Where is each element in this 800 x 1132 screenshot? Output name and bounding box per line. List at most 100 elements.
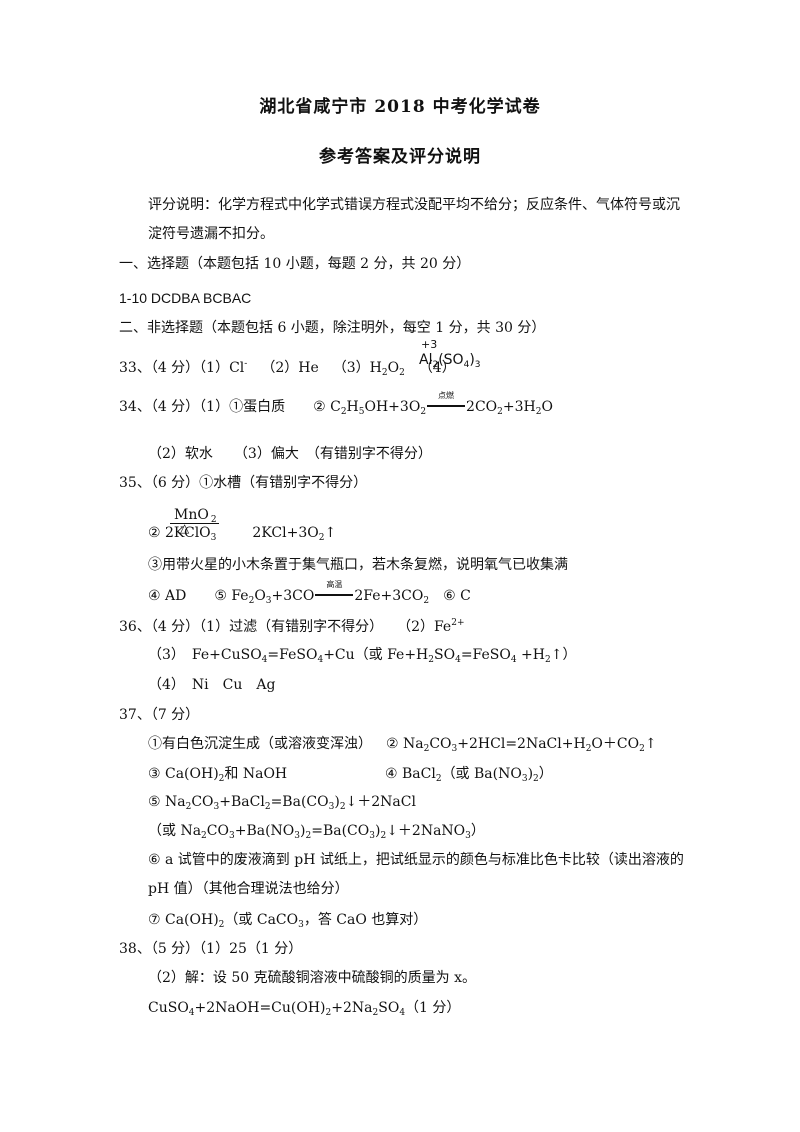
q38-l3: CuSO bbox=[148, 1000, 189, 1016]
q37-sub: 2 bbox=[533, 774, 539, 784]
reaction-arrow: 点燃 bbox=[426, 392, 466, 416]
q38-sub: 4 bbox=[188, 1008, 195, 1018]
q37-l4: （或 Na bbox=[148, 823, 202, 839]
q37-l4: ) bbox=[300, 823, 306, 839]
q37-sub: 2 bbox=[339, 802, 346, 812]
q37-l7: ⑦ Ca(OH) bbox=[148, 912, 219, 928]
q38-sub: 2 bbox=[372, 1008, 379, 1018]
q38-sub: 2 bbox=[325, 1008, 332, 1018]
q37-line6: pH 值）（其他合理说法也给分） bbox=[148, 881, 349, 897]
q37-sub: 2 bbox=[185, 802, 192, 812]
q33-part2: （2）He bbox=[261, 360, 319, 376]
q37-sub: 2 bbox=[218, 920, 225, 930]
reaction-condition: 高温 bbox=[326, 580, 343, 589]
q36-sub: 2 bbox=[545, 655, 551, 665]
q35-sub: 2 bbox=[210, 515, 217, 525]
q37-sub: 2 bbox=[639, 744, 645, 754]
q33-line: 33、（4 分）（1）Cl-（2）He（3）H2O2（4） bbox=[119, 359, 456, 378]
q37-line2: ③ Ca(OH)2和 NaOH bbox=[148, 765, 287, 784]
q37-heading: 37、（7 分） bbox=[119, 707, 200, 723]
q38-l3: （1 分） bbox=[405, 1000, 461, 1016]
q35-eq: ② 2KClO bbox=[148, 525, 211, 541]
q33-part4: （4） bbox=[418, 360, 456, 376]
q37-sub: 2 bbox=[201, 831, 207, 841]
q33-al: Al bbox=[419, 352, 433, 368]
q37-sub: 3 bbox=[465, 831, 471, 841]
q36-sub: 4 bbox=[317, 655, 324, 665]
q37-l1: CO bbox=[429, 736, 452, 752]
q36-p3: SO bbox=[434, 647, 456, 663]
q37-line4: （或 Na2CO3+Ba(NO3)2=Ba(CO3)2↓＋2NaNO3） bbox=[148, 822, 485, 841]
q34-eq: OH+3O bbox=[364, 399, 421, 415]
grading-note-line2: 淀符号遗漏不扣分。 bbox=[148, 226, 274, 242]
q34-eq: +3H bbox=[502, 399, 536, 415]
q37-sub: 3 bbox=[451, 744, 458, 754]
q35-sub: 2 bbox=[318, 533, 325, 543]
q34-eq: ② C bbox=[313, 399, 341, 415]
q34-sub: 2 bbox=[497, 407, 503, 417]
q37-sub: 2 bbox=[264, 802, 271, 812]
q35-eq: 2KCl+3O bbox=[252, 525, 319, 541]
q37-l1: +2HCl=2NaCl+H bbox=[457, 736, 586, 752]
q35-line3: ③用带火星的小木条置于集气瓶口，若木条复燃，说明氧气已收集满 bbox=[148, 557, 568, 573]
q38-line2: （2）解：设 50 克硫酸铜溶液中硫酸铜的质量为 x。 bbox=[148, 970, 476, 986]
reaction-arrow: 高温 bbox=[314, 581, 354, 605]
q37-sub: 3 bbox=[328, 802, 335, 812]
q37-sub: 2 bbox=[380, 831, 387, 841]
q33-o: O bbox=[387, 360, 400, 376]
q33-cl-charge: - bbox=[244, 359, 248, 369]
q33-sub: 2 bbox=[432, 360, 439, 370]
q33-sub: 3 bbox=[474, 360, 481, 370]
q34-sub: 2 bbox=[420, 407, 427, 417]
q37-l2: （或 Ba(NO bbox=[441, 766, 522, 782]
q36-sub: 4 bbox=[455, 655, 461, 665]
q37-l4: ) bbox=[374, 823, 381, 839]
q37-line3: ⑤ Na2CO3+BaCl2=Ba(CO3)2↓＋2NaCl bbox=[148, 793, 416, 812]
q37-l2: ④ BaCl bbox=[385, 766, 436, 782]
q35-sub: 2 bbox=[248, 596, 255, 606]
q37-sub: 2 bbox=[305, 831, 312, 841]
q36-num: 36、（4 分）（1）过滤（有错别字不得分） bbox=[119, 619, 384, 635]
q35-sub: 3 bbox=[265, 596, 272, 606]
q33-sub: 4 bbox=[463, 360, 470, 370]
q37-l4: +Ba(NO bbox=[234, 823, 295, 839]
q37-sub: 3 bbox=[298, 920, 304, 930]
q33-num: 33、（4 分）（1）Cl bbox=[119, 360, 245, 376]
q34-eq: H bbox=[346, 399, 359, 415]
q35-sub: 3 bbox=[210, 533, 217, 543]
q33-sub: 2 bbox=[381, 368, 388, 378]
q36-sub: 2 bbox=[428, 655, 435, 665]
q33-valence: +3 bbox=[421, 338, 438, 351]
q37-l7: （或 CaCO bbox=[224, 912, 299, 928]
q36-p3: ↑） bbox=[550, 647, 577, 663]
q37-l3: ↓＋2NaCl bbox=[345, 794, 416, 810]
catalyst-label: MnO bbox=[172, 507, 211, 524]
q37-l4: ） bbox=[470, 823, 485, 839]
q35-p5: +3CO bbox=[271, 588, 315, 604]
q37-l1: O＋CO bbox=[591, 736, 640, 752]
q34-num: 34、（4 分）（1）①蛋白质 bbox=[119, 399, 286, 415]
q36-sub: 4 bbox=[510, 655, 517, 665]
q34-sub: 5 bbox=[358, 407, 365, 417]
q37-sub: 2 bbox=[435, 774, 442, 784]
heat-symbol: △ bbox=[180, 521, 190, 535]
q36-line3: （4） Ni Cu Ag bbox=[148, 677, 276, 693]
page-title: 湖北省咸宁市 2018 中考化学试卷 bbox=[259, 97, 541, 117]
q37-line5: ⑥ a 试管中的废液滴到 pH 试纸上，把试纸显示的颜色与标准比色卡比较（读出溶… bbox=[148, 852, 684, 868]
q34-eq: O bbox=[541, 399, 553, 415]
q38-l3: +2NaOH=Cu(OH) bbox=[194, 1000, 326, 1016]
q34-sub: 2 bbox=[340, 407, 347, 417]
q33-close: ) bbox=[469, 352, 475, 368]
q37-sub: 3 bbox=[369, 831, 375, 841]
q37-l7: ，答 CaO 也算对） bbox=[303, 912, 428, 928]
q37-sub: 2 bbox=[423, 744, 430, 754]
q35-p6: ⑥ C bbox=[443, 588, 471, 604]
q33-so4: (SO bbox=[438, 352, 464, 368]
q33-part3: （3）H bbox=[332, 360, 382, 376]
q35-p5: O bbox=[254, 588, 266, 604]
q35-p5: 2Fe+3CO bbox=[354, 588, 424, 604]
q37-sub: 2 bbox=[585, 744, 592, 754]
section1-heading: 一、选择题（本题包括 10 小题，每题 2 分，共 20 分） bbox=[119, 256, 471, 272]
